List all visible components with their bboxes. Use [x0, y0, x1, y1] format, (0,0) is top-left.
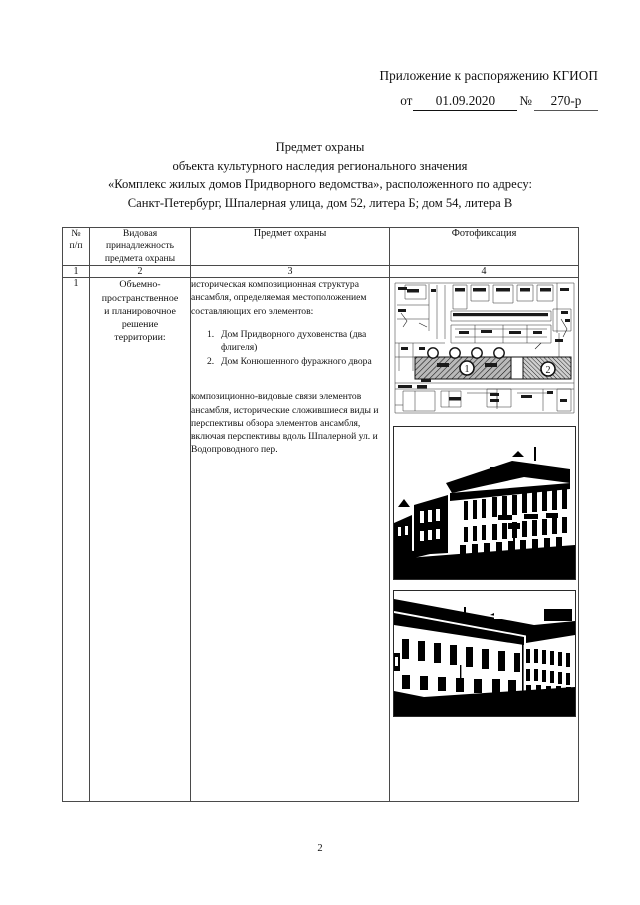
title-line-3: «Комплекс жилых домов Придворного ведомс… [107, 177, 533, 191]
header-cell-index: № п/п [62, 226, 90, 267]
list-item-text: Дом Придворного духовенства (два флигеля… [221, 328, 367, 354]
header-kind-line-2: принадлежность [105, 240, 174, 252]
facade-photo-shpalernaya-54 [392, 590, 576, 718]
table-header-row: № п/п Видовая принадлежность предмета ох… [62, 226, 579, 267]
column-number-1: 1 [62, 265, 90, 279]
page-title: Предмет охраны объекта культурного насле… [0, 138, 640, 212]
date-label: от [400, 93, 413, 108]
facade-photo-shpalernaya-52 [392, 426, 576, 581]
header-cell-subject: Предмет охраны [190, 226, 390, 267]
subject-paragraph-2: композиционно-видовые связи элементов ан… [191, 391, 379, 456]
protection-subject-table: № п/п Видовая принадлежность предмета ох… [62, 226, 579, 803]
header-kind-line-3: предмета охраны [104, 252, 176, 264]
row-index: 1 [62, 277, 90, 803]
title-line-2: объекта культурного наследия регионально… [172, 158, 468, 173]
svg-text:1: 1 [464, 364, 469, 375]
site-plan-cadastral-map: 1 2 [392, 279, 576, 417]
title-line-1: Предмет охраны [275, 140, 365, 154]
column-number-2: 2 [89, 265, 191, 279]
header-index-line-1: № [71, 228, 81, 239]
list-item-marker: 2. [207, 356, 215, 368]
page-number: 2 [317, 843, 323, 854]
subject-element-list: 1. Дом Придворного духовенства (два флиг… [191, 328, 389, 369]
list-item: 1. Дом Придворного духовенства (два флиг… [191, 328, 389, 354]
list-item-text: Дом Конюшенного фуражного двора [221, 356, 372, 368]
number-label: № [519, 93, 532, 108]
list-item: 2. Дом Конюшенного фуражного двора [191, 355, 389, 368]
column-number-4: 4 [389, 265, 579, 279]
list-item-marker: 1. [207, 328, 215, 340]
table-column-number-row: 1 2 3 4 [62, 265, 579, 279]
header-kind-line-1: Видовая [122, 228, 158, 239]
appendix-header: Приложение к распоряжению КГИОП от 01.09… [0, 68, 640, 111]
subject-paragraph-1: историческая композиционная структура ан… [191, 279, 367, 317]
paragraph-spacer [191, 369, 389, 390]
kind-line-4: решение [121, 319, 159, 331]
appendix-title: Приложение к распоряжению КГИОП [379, 68, 598, 83]
svg-text:2: 2 [545, 365, 550, 376]
kind-line-2: пространственное [101, 292, 179, 304]
appendix-date-number-line: от 01.09.2020 № 270-р [0, 93, 598, 111]
header-index-line-2: п/п [69, 240, 83, 252]
title-line-4: Санкт-Петербург, Шпалерная улица, дом 52… [127, 195, 513, 210]
row-photo-cell: 1 2 [389, 277, 579, 803]
column-number-3: 3 [190, 265, 390, 279]
header-cell-photo: Фотофиксация [389, 226, 579, 267]
kind-line-1: Объемно- [119, 279, 161, 291]
kind-line-5: территории: [114, 332, 166, 344]
table-row: 1 Объемно- пространственное и планировоч… [62, 277, 579, 803]
number-value: 270-р [534, 93, 598, 111]
date-value: 01.09.2020 [413, 93, 518, 111]
header-cell-kind: Видовая принадлежность предмета охраны [89, 226, 191, 267]
row-subject-cell: историческая композиционная структура ан… [190, 277, 390, 803]
kind-line-3: и планировочное [104, 305, 176, 317]
row-kind-cell: Объемно- пространственное и планировочно… [89, 277, 191, 803]
